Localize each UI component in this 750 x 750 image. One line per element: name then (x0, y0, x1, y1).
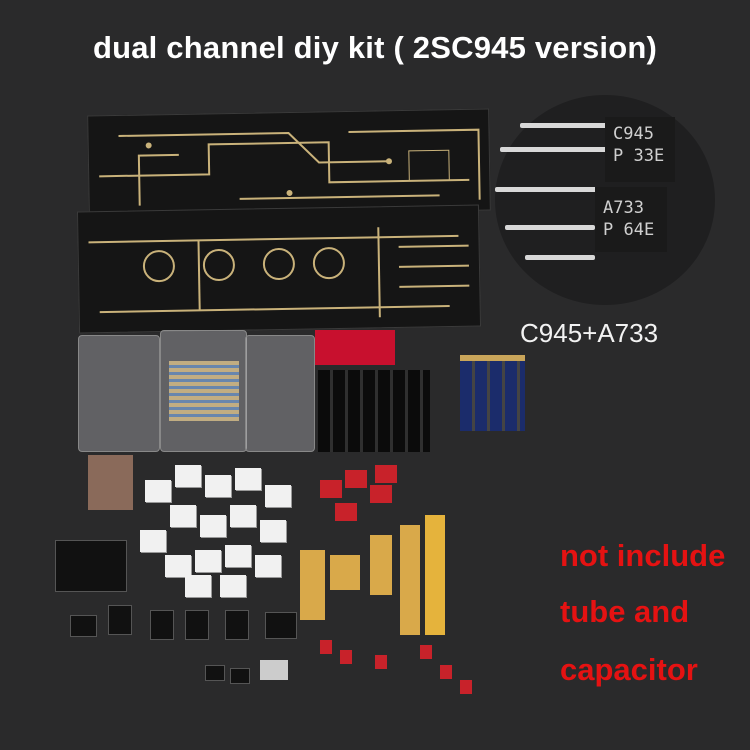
parts-bag (78, 335, 160, 452)
transistor (225, 610, 249, 640)
ic-socket (70, 615, 97, 637)
white-capacitors (135, 460, 305, 600)
product-title: dual channel diy kit ( 2SC945 version) (92, 30, 658, 65)
pcb-traces (99, 128, 481, 206)
power-resistors (300, 515, 460, 640)
red-capacitors (320, 630, 480, 695)
ic-chip (265, 612, 297, 639)
ic-chip (230, 668, 250, 684)
transistor-lead (495, 187, 605, 192)
transistor (185, 610, 209, 640)
pcb-traces (88, 227, 470, 318)
notice-line-1: not include (560, 538, 726, 573)
thermal-pads (88, 455, 133, 510)
pcb-board-bottom (76, 204, 482, 334)
transistor (150, 610, 174, 640)
inset-caption: C945+A733 (520, 318, 659, 348)
relays (315, 330, 395, 365)
electrolytic-capacitors (460, 355, 525, 431)
power-ic (55, 540, 127, 592)
transistor-a733: A733 P 64E (595, 187, 667, 252)
transistor-lead (505, 225, 595, 230)
transistor-inset: C945 P 33E A733 P 64E (495, 95, 715, 305)
transistor-lead (520, 123, 615, 128)
transistor-c945: C945 P 33E (605, 117, 675, 182)
notice-line-3: capacitor (560, 652, 698, 687)
ic-chip (205, 665, 225, 681)
transistor-marking: P 33E (613, 146, 665, 166)
notice-line-2: tube and (560, 594, 690, 629)
red-capacitors (315, 465, 405, 525)
heatsink (318, 370, 430, 452)
regulator (260, 660, 288, 680)
transistor (108, 605, 132, 635)
transistor-marking: C945 (613, 124, 654, 144)
parts-bag (245, 335, 315, 452)
transistor-lead (500, 147, 610, 152)
transistor-lead (525, 255, 595, 260)
pcb-board-top (87, 108, 491, 218)
transistor-marking: P 64E (603, 220, 655, 240)
transistor-marking: A733 (603, 198, 644, 218)
resistor-bag (160, 330, 247, 452)
